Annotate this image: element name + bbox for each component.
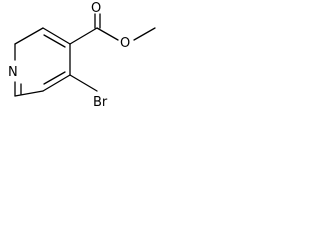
bond-c6-c7 bbox=[14, 90, 44, 97]
bond-c3-c4-inner bbox=[43, 34, 66, 48]
bond-c-o-single bbox=[96, 27, 119, 41]
bond-c3-c4 bbox=[42, 27, 71, 45]
atom-bromine: Br bbox=[93, 95, 108, 110]
bond-c2-c3 bbox=[14, 27, 44, 45]
bond-c5-c6 bbox=[42, 74, 71, 92]
atom-carbonyl-oxygen: O bbox=[91, 1, 101, 16]
bond-c5-c6-inner bbox=[43, 71, 66, 85]
structure-diagram: N O O Br bbox=[8, 1, 156, 110]
bond-c-br bbox=[69, 74, 98, 92]
pyridine-ring bbox=[14, 27, 71, 97]
atom-ester-oxygen: O bbox=[120, 36, 130, 51]
ester-group bbox=[69, 13, 156, 45]
bond-ring-carbonyl bbox=[69, 27, 98, 45]
atom-nitrogen: N bbox=[8, 65, 18, 80]
bond-o-methyl bbox=[133, 27, 156, 41]
